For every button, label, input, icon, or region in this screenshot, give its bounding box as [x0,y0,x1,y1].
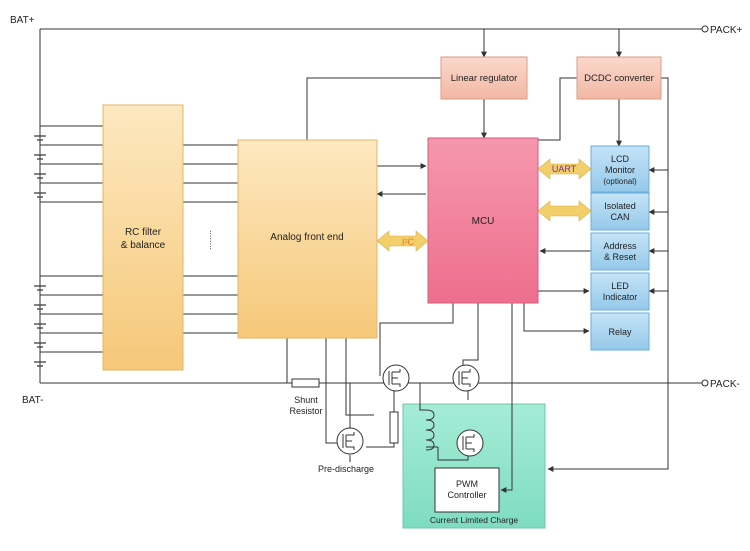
i2c-bus-arrow [376,230,429,252]
bat-minus-label: BAT- [22,395,43,406]
linear-regulator-block [440,56,528,100]
lcd-label-2: Monitor [605,165,635,175]
address-block [590,232,650,271]
bat-plus-label: BAT+ [10,15,35,26]
pwm-label-1: PWM [456,479,478,489]
predischarge-resistor [389,411,399,444]
pack-minus-terminal [701,379,709,387]
battery-cells [34,135,46,367]
mosfet-pwm-icon [456,429,484,457]
mcu-label: MCU [472,216,495,227]
pwm-block [434,467,500,513]
can-block [590,192,650,231]
can-label-2: CAN [610,212,629,222]
pack-plus-label: PACK+ [710,25,742,36]
mosfet-predischarge-icon [336,427,364,455]
current-limited-charge-label: Current Limited Charge [430,515,519,525]
dcdc-block [576,56,662,100]
lcd-label-1: LCD [611,154,630,164]
shunt-label-1: Shunt [294,395,318,405]
afe-label: Analog front end [270,232,343,243]
can-bus-arrow [537,200,592,222]
can-label-1: Isolated [604,201,636,211]
relay-label: Relay [608,327,632,337]
mcu-block [427,137,539,304]
relay-block [590,312,650,351]
rc-filter-label-2: & balance [121,240,166,251]
address-label-1: Address [603,241,637,251]
mosfet-charge-icon [452,364,480,392]
dcdc-label: DCDC converter [584,73,654,84]
channel-ellipsis: ........ [208,230,218,250]
lcd-block [590,145,650,193]
pwm-label-2: Controller [447,490,486,500]
pack-plus-terminal [701,25,709,33]
predischarge-label: Pre-discharge [318,464,374,474]
i2c-label: I²C [402,237,414,247]
wires [39,28,702,493]
shunt-resistor [291,378,320,388]
led-label-1: LED [611,281,629,291]
shunt-label-2: Resistor [289,406,322,416]
uart-label: UART [552,164,577,174]
mosfet-discharge-icon [382,364,410,392]
lcd-label-3: (optional) [603,177,637,186]
led-block [590,272,650,311]
rc-filter-block [102,104,184,371]
inductor-icon [425,409,438,451]
led-label-2: Indicator [603,292,638,302]
address-label-2: & Reset [604,252,637,262]
afe-block [237,139,378,339]
rc-filter-label-1: RC filter [125,227,162,238]
uart-bus-arrow [537,158,592,180]
linear-regulator-label: Linear regulator [451,73,518,84]
pack-minus-label: PACK- [710,379,740,390]
